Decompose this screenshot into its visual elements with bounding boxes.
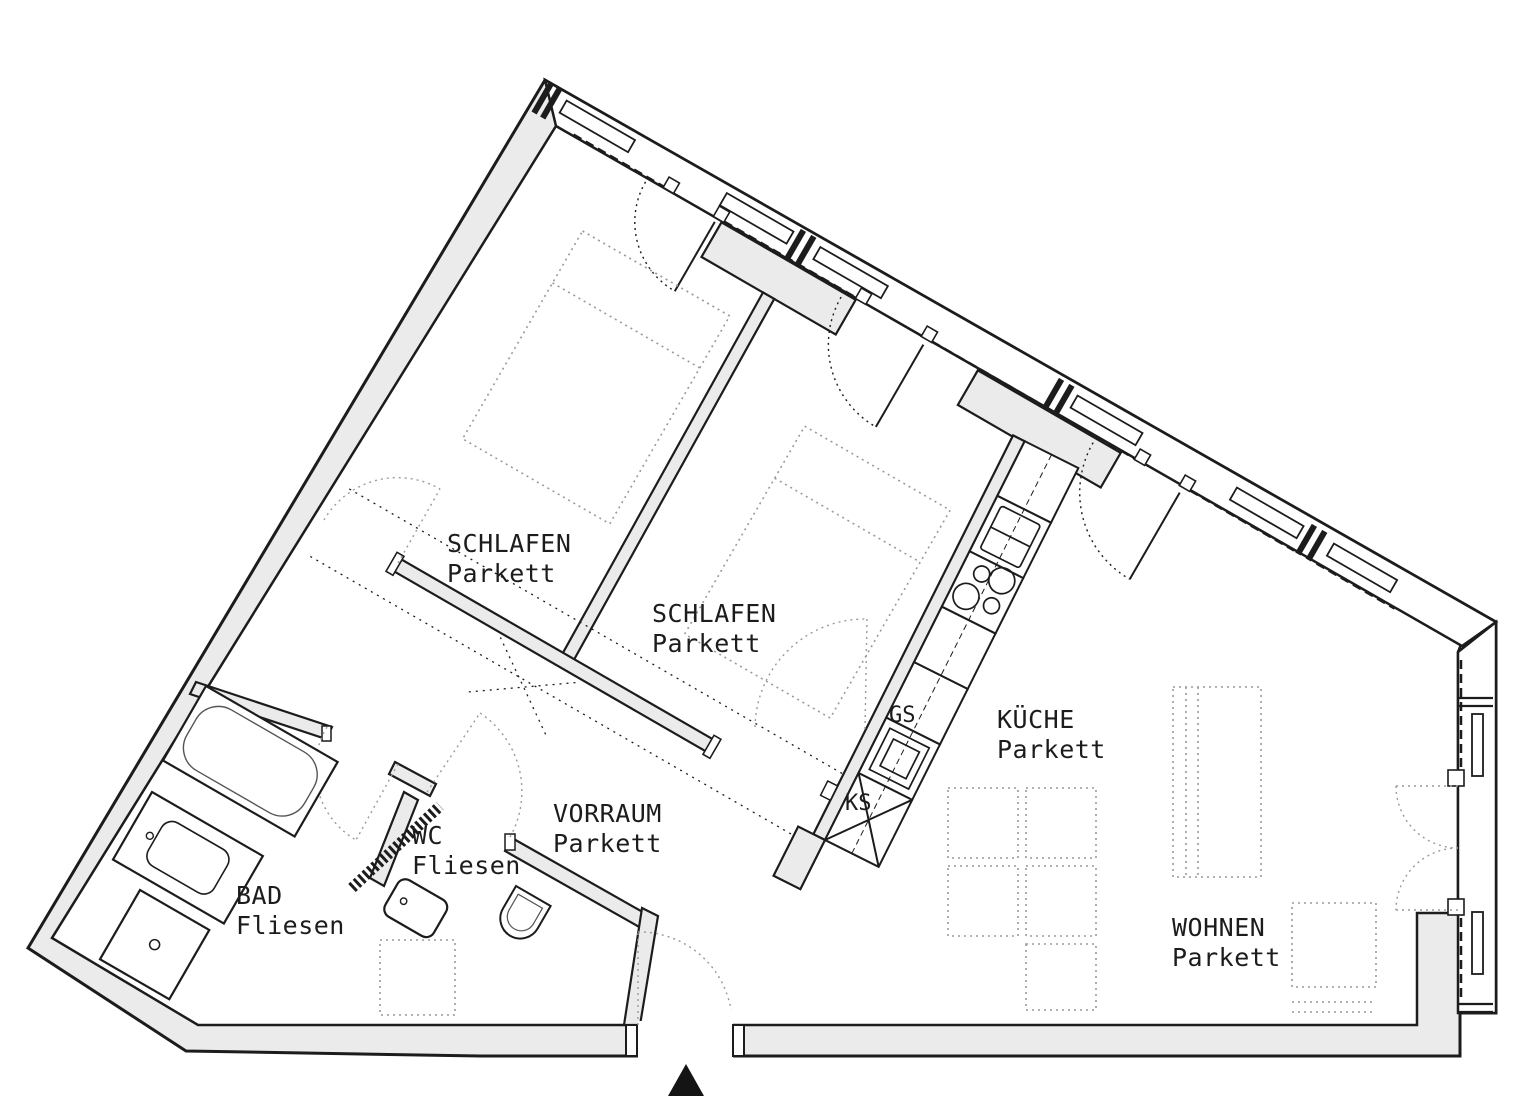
room-label-wc: WC [412,821,443,850]
wall-piers [392,220,1123,753]
room-label-wohnen: WOHNEN [1172,913,1265,942]
room-floor-wc: Fliesen [412,851,521,880]
room-label-bad: BAD [236,881,283,910]
room-floor-vorraum: Parkett [553,829,662,858]
wc-basin-icon [383,878,449,939]
fridge-icon [824,772,913,868]
beam-markings [309,488,857,850]
entrance [625,931,745,1096]
kitchen-unit [772,433,1080,891]
towel-radiator-icon [348,801,444,893]
bath-fixtures [98,684,553,1001]
room-floor-bad: Fliesen [236,911,345,940]
room-labels: SCHLAFEN Parkett SCHLAFEN Parkett KÜCHE … [236,529,1281,972]
french-door-swing [1395,785,1459,911]
door-jambs [662,175,1197,493]
furniture-outlines [379,686,1377,1016]
room-label-schlafen-2: SCHLAFEN [652,599,776,628]
radiator-icons [558,99,1399,594]
counter-edge-line [851,454,1052,854]
interior-door-swings [314,476,868,841]
party-wall-stripes [531,82,1328,562]
right-window-wall [1395,660,1493,1014]
room-label-kueche: KÜCHE [997,705,1075,734]
room-floor-schlafen-1: Parkett [447,559,556,588]
fridge-label: KS [845,791,872,816]
room-floor-schlafen-2: Parkett [652,629,761,658]
window-sills [1458,696,1493,1014]
bathtub-icon [161,684,340,838]
wall-end-caps [384,551,723,760]
entrance-marker-icon [668,1064,704,1096]
bath-wc-walls [188,680,660,1027]
radiator-icons-right [1471,713,1484,975]
dishwasher-label: GS [889,703,916,728]
washbasin-icon [111,790,265,926]
room-label-vorraum: VORRAUM [553,799,662,828]
washing-machine-icon [98,888,211,1001]
entrance-door-swing [637,931,732,1025]
window-glazing [572,133,1396,610]
toilet-icon [499,884,553,940]
room-floor-wohnen: Parkett [1172,943,1281,972]
room-floor-kueche: Parkett [997,735,1106,764]
balcony-door-swings [634,181,1181,580]
counter-cells [823,439,1080,869]
room-label-schlafen-1: SCHLAFEN [447,529,571,558]
